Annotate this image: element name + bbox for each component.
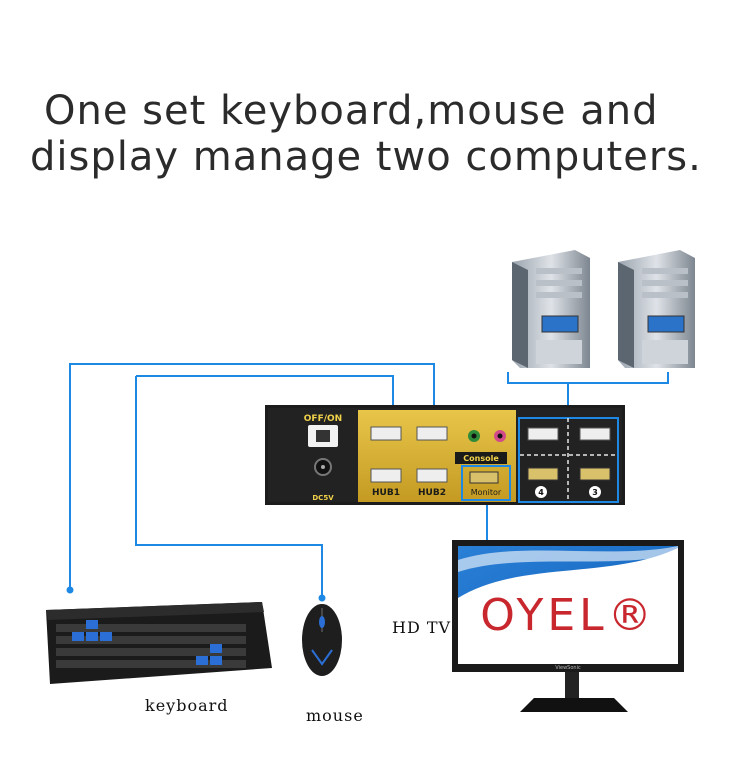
usb-port-hub1	[370, 468, 402, 483]
mouse-cable	[135, 376, 323, 598]
console-label: Console	[463, 454, 499, 463]
keyboard-cable	[69, 363, 435, 590]
mouse-cable-end	[318, 594, 326, 602]
monitor-port-highlight	[461, 465, 511, 501]
port-badge-a	[535, 486, 547, 498]
monitor-label: Monitor	[471, 488, 502, 497]
keyboard-label: keyboard	[145, 696, 229, 715]
brand-logo: OYEL®	[480, 590, 655, 641]
mouse-label: mouse	[306, 706, 364, 725]
headline: One set keyboard,mouse and display manag…	[30, 88, 730, 180]
mouse	[302, 604, 342, 676]
hdmi-port-pc-a	[527, 467, 559, 481]
hdtv-label: HD TV	[392, 618, 452, 637]
monitor-stand	[520, 698, 628, 712]
bezel-brand: ViewSonic	[555, 665, 581, 671]
usb-port-keyboard	[370, 426, 402, 441]
computer-1	[512, 250, 590, 368]
power-label: OFF/ON	[304, 414, 342, 424]
computer-2	[618, 250, 695, 368]
keyboard-cable-end	[66, 586, 74, 594]
port-badge-b	[589, 486, 601, 498]
pc-port-a-label: 4	[538, 488, 544, 497]
pc-bracket-cable	[507, 372, 669, 384]
usb-port-hub2	[416, 468, 448, 483]
pc-port-b-label: 3	[592, 488, 598, 497]
hdmi-port-monitor	[469, 471, 499, 484]
usb-port-pc-b	[579, 427, 611, 441]
keyboard	[46, 602, 272, 684]
hub1-label: HUB1	[372, 488, 400, 498]
hub2-label: HUB2	[418, 488, 446, 498]
monitor	[452, 540, 684, 712]
headline-line-2: display manage two computers.	[30, 134, 702, 180]
usb-port-mouse	[416, 426, 448, 441]
kvm-switch	[265, 405, 625, 505]
usb-port-pc-a	[527, 427, 559, 441]
headline-line-1: One set keyboard,mouse and	[44, 88, 659, 134]
hdmi-port-pc-b	[579, 467, 611, 481]
dc-label: DC5V	[312, 494, 334, 502]
